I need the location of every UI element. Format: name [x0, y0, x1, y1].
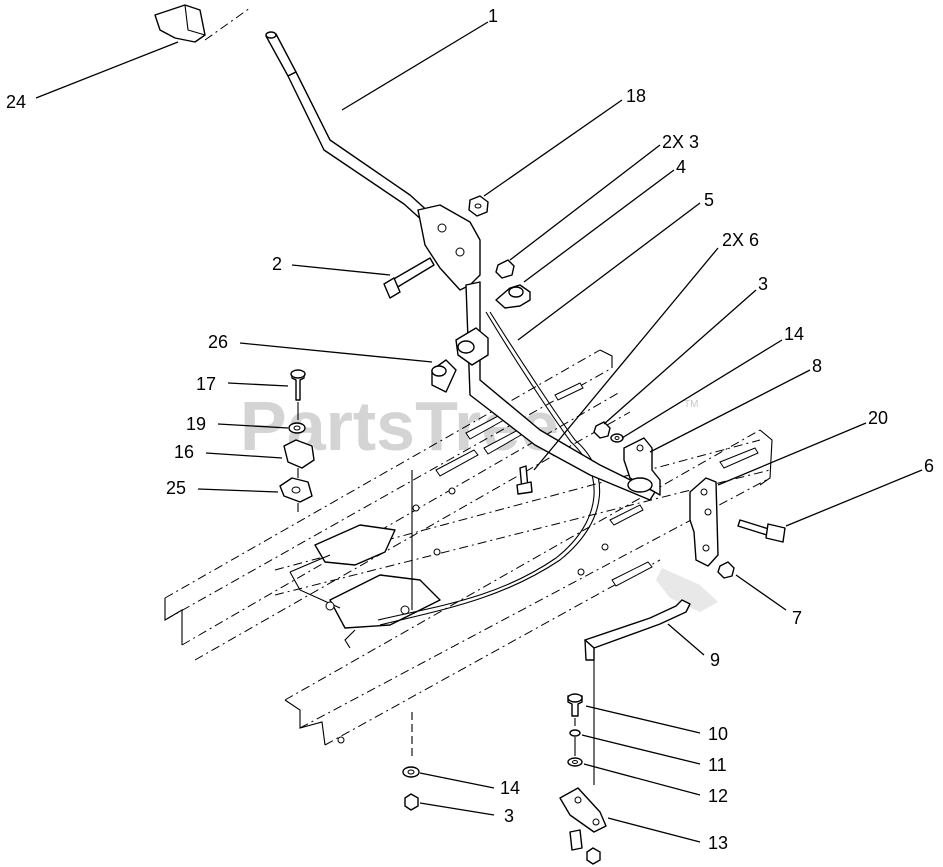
mount-plate-part-20 — [689, 477, 719, 567]
callout-26: 26 — [208, 332, 228, 352]
callout-24: 24 — [6, 92, 26, 112]
pivot-hub-part-26 — [431, 327, 489, 393]
bolt-part-6-upper — [516, 465, 533, 495]
callout-1: 1 — [488, 6, 498, 26]
link-rod-part-9 — [584, 568, 718, 700]
leader-lines — [35, 21, 923, 843]
lever-arm-part-1 — [265, 31, 656, 501]
callout-13: 13 — [708, 833, 728, 853]
nut-washer-3-14 — [593, 421, 624, 443]
callout-7: 7 — [792, 608, 802, 628]
callout-3-lower: 3 — [504, 806, 514, 826]
callout-18: 18 — [626, 86, 646, 106]
callout-2x6: 2X 6 — [722, 230, 759, 250]
hardware-stack-left — [279, 369, 315, 512]
callout-3-upper: 3 — [758, 274, 768, 294]
callout-6: 6 — [924, 456, 934, 476]
callout-14-upper: 14 — [784, 324, 804, 344]
lower-bracket-plate — [289, 470, 441, 649]
callout-2: 2 — [272, 254, 282, 274]
callout-12: 12 — [708, 786, 728, 806]
watermark-tm: TM — [684, 399, 698, 410]
bracket-part-8 — [623, 437, 661, 496]
callout-5: 5 — [704, 190, 714, 210]
cable-clamp-part-4 — [495, 259, 531, 309]
callout-11: 11 — [708, 755, 727, 775]
lever-knob-part-24 — [154, 4, 251, 43]
callout-labels: 24 1 18 2X 3 4 5 2X 6 2 26 3 14 8 17 19 … — [6, 6, 934, 853]
callout-19: 19 — [186, 414, 206, 434]
callout-10: 10 — [708, 724, 728, 744]
callout-20: 20 — [868, 408, 888, 428]
callout-14-lower: 14 — [500, 778, 520, 798]
control-cable — [377, 311, 601, 626]
callout-25: 25 — [166, 478, 186, 498]
callout-8: 8 — [812, 356, 822, 376]
callout-16: 16 — [174, 442, 194, 462]
callout-9: 9 — [710, 650, 720, 670]
nut-part-7 — [717, 561, 735, 579]
nut-part-18 — [468, 195, 489, 217]
hardware-stack-lower-center — [402, 712, 420, 811]
bolt-part-2 — [383, 257, 435, 299]
callout-2x3: 2X 3 — [662, 132, 699, 152]
hardware-stack-lower-right — [559, 693, 607, 865]
callout-4: 4 — [676, 157, 686, 177]
callout-17: 17 — [196, 374, 216, 394]
bolt-part-6-right — [737, 519, 786, 543]
